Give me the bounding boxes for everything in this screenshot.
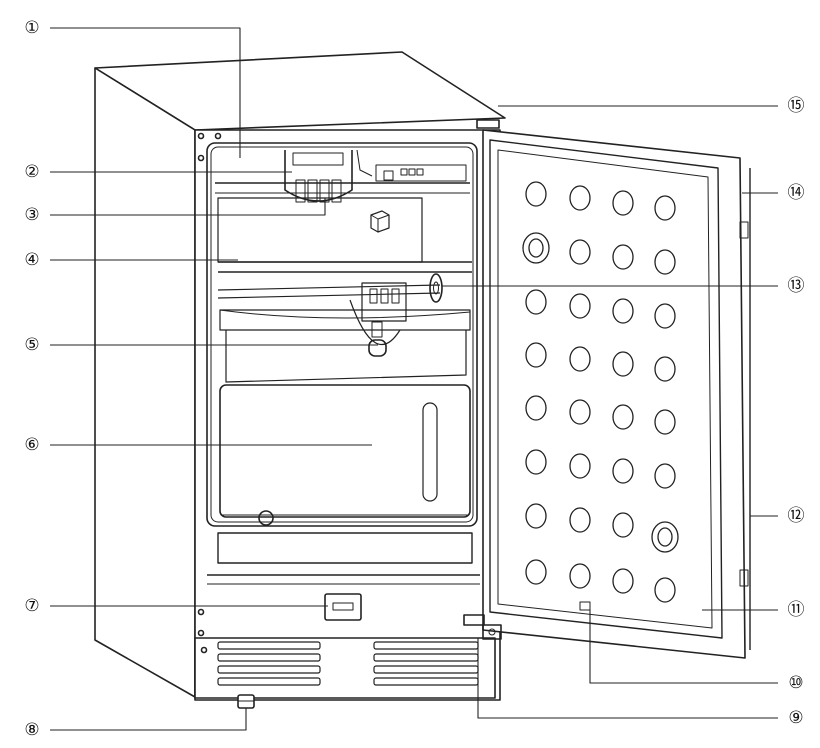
callout-12: ⑫ — [788, 506, 805, 526]
callout-9: ⑨ — [788, 708, 803, 728]
door — [463, 119, 751, 659]
callout-4: ④ — [24, 250, 39, 270]
callout-11: ⑪ — [788, 600, 805, 620]
callouts: ① ② ③ ④ ⑤ ⑥ ⑦ ⑧ ⑨ ⑩ ⑪ ⑫ ⑬ ⑭ ⑮ — [24, 18, 804, 740]
callout-10: ⑩ — [788, 673, 803, 693]
callout-7: ⑦ — [24, 596, 39, 616]
callout-14: ⑭ — [788, 183, 805, 203]
bottom-vent — [194, 637, 496, 709]
callout-2: ② — [24, 162, 39, 182]
leader-lines — [50, 27, 778, 731]
callout-5: ⑤ — [24, 335, 39, 355]
callout-3: ③ — [24, 205, 39, 225]
cabinet — [94, 51, 506, 701]
callout-1: ① — [24, 18, 39, 38]
callout-15: ⑮ — [788, 96, 805, 116]
callout-8: ⑧ — [24, 720, 39, 740]
callout-6: ⑥ — [24, 435, 39, 455]
callout-13: ⑬ — [788, 276, 805, 296]
interior — [206, 142, 480, 621]
